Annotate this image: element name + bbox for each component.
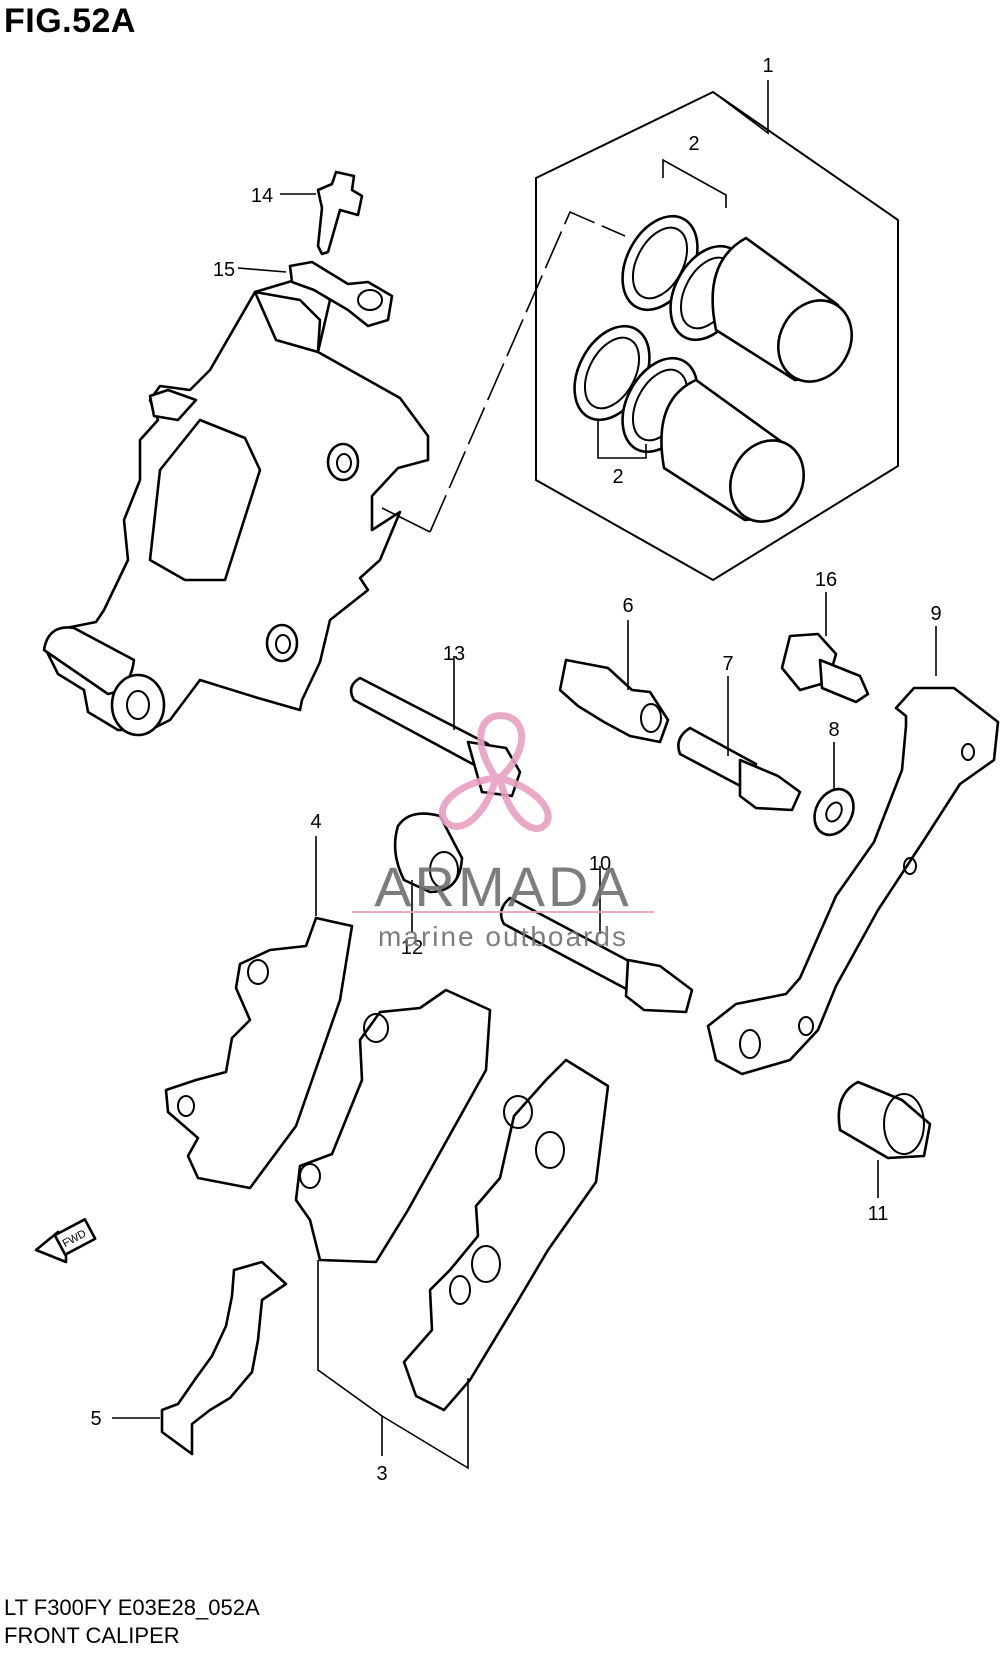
piston-kit-box xyxy=(381,80,899,582)
pistons xyxy=(660,236,853,523)
callout-13: 13 xyxy=(443,643,465,665)
bolt-7 xyxy=(677,676,802,812)
watermark-brand: ARMADA xyxy=(374,855,632,918)
armada-logo-icon xyxy=(438,712,552,832)
callout-9: 9 xyxy=(930,603,941,625)
callout-14: 14 xyxy=(251,185,273,207)
callout-12: 12 xyxy=(401,937,423,959)
figure-title: FIG.52A xyxy=(4,2,136,40)
callout-3: 3 xyxy=(376,1463,387,1485)
pad-shim-4 xyxy=(164,836,354,1190)
caliper-body xyxy=(42,276,430,737)
footer-section-name: FRONT CALIPER xyxy=(4,1623,180,1648)
pin-boot-12 xyxy=(393,812,464,932)
callout-2-upper: 2 xyxy=(688,133,699,155)
callout-8: 8 xyxy=(828,719,839,741)
callout-15: 15 xyxy=(213,259,235,281)
callout-5: 5 xyxy=(90,1408,101,1430)
callout-11: 11 xyxy=(868,1203,889,1225)
callout-6: 6 xyxy=(622,595,633,617)
slide-pin-10 xyxy=(499,866,694,1014)
pad-spring-5 xyxy=(112,1260,288,1456)
bolt-16 xyxy=(780,592,870,704)
bolt-6 xyxy=(558,620,670,744)
brake-pads xyxy=(294,988,610,1470)
armada-watermark: ARMADA marine outboards xyxy=(352,712,654,952)
footer-model-code: LT F300FY E03E28_052A xyxy=(4,1595,260,1620)
callout-7: 7 xyxy=(722,653,733,675)
bleeder-valve xyxy=(280,170,364,256)
callout-2-lower: 2 xyxy=(612,466,623,488)
callout-4: 4 xyxy=(310,811,321,833)
washer-8 xyxy=(813,742,855,837)
caliper-bracket xyxy=(706,626,1000,1076)
bleeder-cap xyxy=(237,260,394,328)
callout-1: 1 xyxy=(762,55,773,77)
callout-10: 10 xyxy=(589,853,611,875)
watermark-tagline: marine outboards xyxy=(378,921,628,952)
forward-direction-badge: FWD xyxy=(34,1218,97,1264)
sleeve-11 xyxy=(837,1080,932,1198)
callout-16: 16 xyxy=(815,569,837,591)
